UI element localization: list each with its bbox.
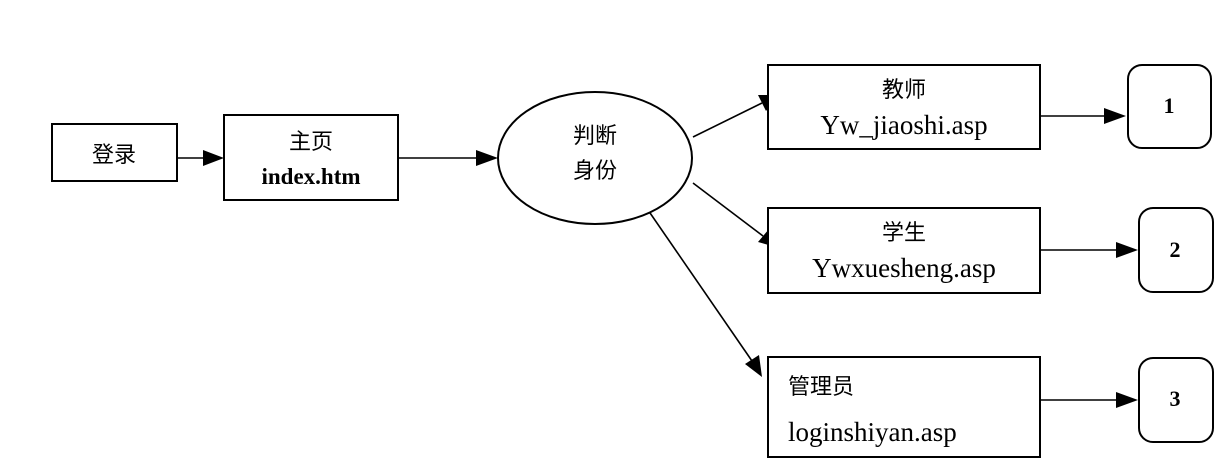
- node-admin: 管理员 loginshiyan.asp: [767, 356, 1041, 458]
- home-filename: index.htm: [261, 164, 360, 189]
- node-decision: 判断 身份: [497, 91, 693, 225]
- arrow-admin-to-out3: [1116, 392, 1138, 408]
- admin-title: 管理员: [788, 375, 854, 400]
- student-box: [767, 207, 1041, 294]
- arrow-login-to-home: [203, 150, 224, 166]
- arrow-teacher-to-out1: [1104, 108, 1126, 124]
- node-out3: 3: [1138, 357, 1214, 443]
- out2-label: 2: [1170, 237, 1181, 262]
- teacher-filename: Yw_jiaoshi.asp: [820, 110, 987, 140]
- node-out2: 2: [1138, 207, 1214, 293]
- out3-box: [1138, 357, 1214, 443]
- decision-ellipse: [497, 91, 693, 225]
- node-student: 学生 Ywxuesheng.asp: [767, 207, 1041, 294]
- out1-box: [1127, 64, 1212, 149]
- student-title: 学生: [882, 221, 926, 246]
- node-home: 主页 index.htm: [223, 114, 399, 201]
- node-out1: 1: [1127, 64, 1212, 149]
- home-box: [223, 114, 399, 201]
- decision-line1: 判断: [573, 124, 617, 149]
- out2-box: [1138, 207, 1214, 293]
- arrow-home-to-decision: [476, 150, 498, 166]
- node-teacher: 教师 Yw_jiaoshi.asp: [767, 64, 1041, 150]
- teacher-title: 教师: [882, 78, 926, 103]
- arrow-decision-to-admin: [745, 355, 762, 377]
- login-box: [51, 123, 178, 182]
- edge-decision-to-admin: [647, 209, 753, 362]
- login-label: 登录: [92, 143, 136, 168]
- home-title: 主页: [289, 130, 333, 155]
- teacher-box: [767, 64, 1041, 150]
- admin-box: [767, 356, 1041, 458]
- edge-decision-to-student: [692, 182, 764, 237]
- out3-label: 3: [1170, 386, 1181, 411]
- student-filename: Ywxuesheng.asp: [812, 253, 996, 283]
- node-login: 登录: [51, 123, 178, 182]
- decision-line2: 身份: [573, 159, 617, 184]
- edge-decision-to-teacher: [692, 102, 763, 138]
- out1-label: 1: [1164, 93, 1175, 118]
- admin-filename: loginshiyan.asp: [788, 417, 957, 447]
- arrow-student-to-out2: [1116, 242, 1138, 258]
